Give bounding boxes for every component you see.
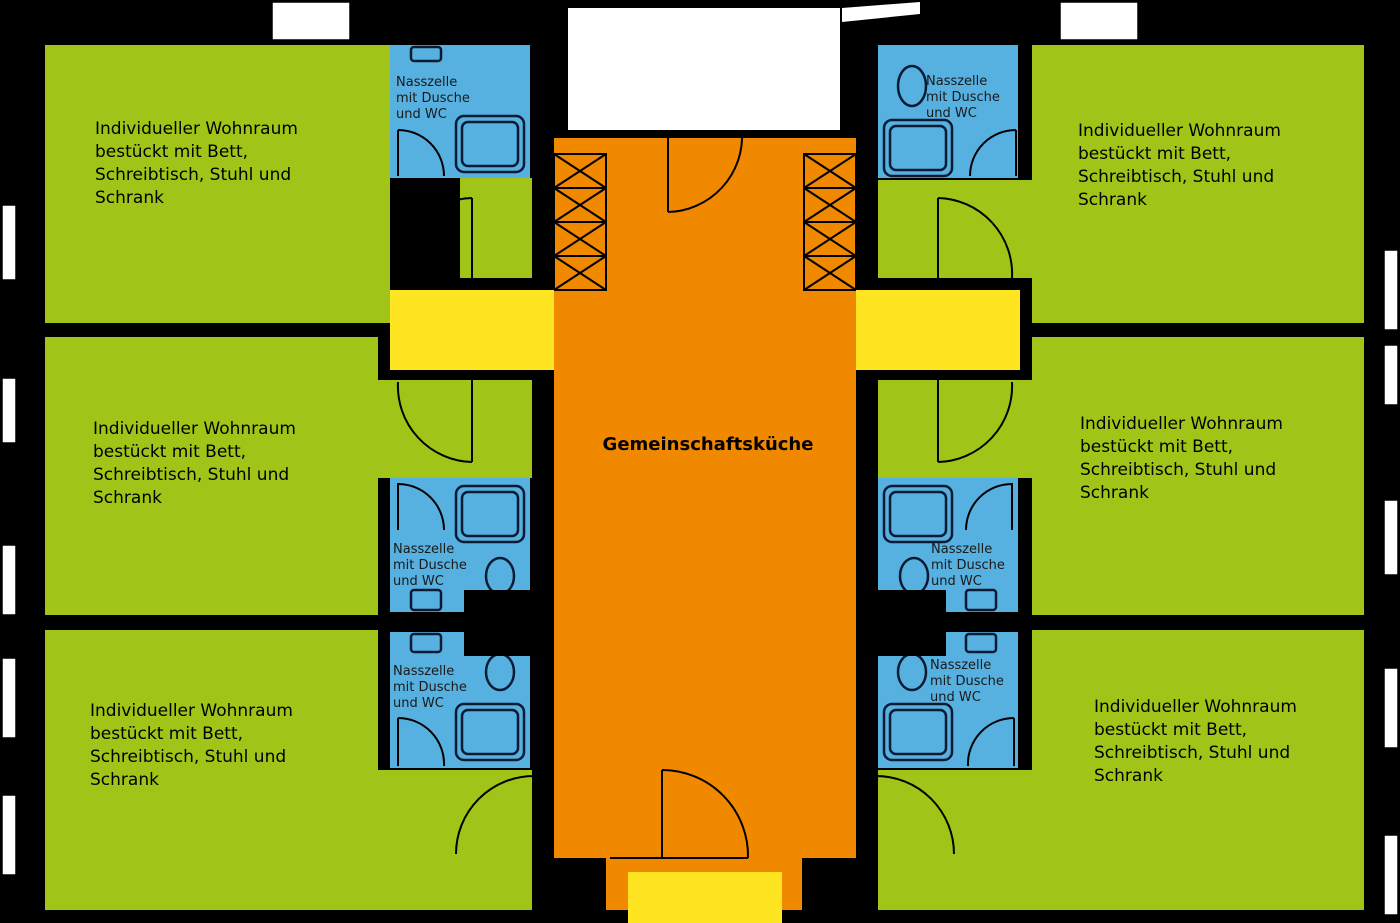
kitchen-pillar-left [554,858,606,910]
right-window-4 [1383,667,1399,749]
right-window-3 [1383,499,1399,576]
room-label-mid-right: Individueller Wohnraum bestückt mit Bett… [1080,414,1288,503]
wet-cell-top-left [390,45,530,178]
core-block-right [856,590,946,656]
left-window-1 [1,204,17,281]
living-room-mid-left [45,337,532,615]
living-room-top-right [878,45,1364,323]
storage-shaft-right [803,153,857,291]
kitchen-label: Gemeinschaftsküche [603,434,814,455]
kitchen-pillar-right [802,858,856,910]
doors [396,131,1014,859]
wet-cell-label-bottom-right: Nasszelle mit Dusche und WC [930,658,1008,705]
room-label-bottom-left: Individueller Wohnraum bestückt mit Bett… [90,701,298,790]
room-label-bottom-right: Individueller Wohnraum bestückt mit Bett… [1094,697,1302,786]
room-label-top-left: Individueller Wohnraum bestückt mit Bett… [95,119,303,208]
storage-shaft-left [553,153,607,291]
wet-cell-label-mid-right: Nasszelle mit Dusche und WC [931,542,1009,589]
top-window-left [271,1,351,41]
corridor-left [390,290,554,370]
wet-cell-top-right [878,45,1018,178]
wet-cell-label-mid-left: Nasszelle mit Dusche und WC [393,542,471,589]
right-window-5 [1383,834,1399,916]
right-window-2 [1383,344,1399,406]
wet-cell-mid-left [390,478,530,612]
right-window-1 [1383,249,1399,331]
wet-cell-label-top-left: Nasszelle mit Dusche und WC [396,75,474,122]
living-room-top-left [45,45,532,323]
top-window-right [1059,1,1139,41]
room-label-top-right: Individueller Wohnraum bestückt mit Bett… [1078,121,1286,210]
wet-cell-mid-right [878,478,1018,612]
top-balcony-opening [568,8,840,130]
wet-cell-label-bottom-left: Nasszelle mit Dusche und WC [393,664,471,711]
room-label-mid-left: Individueller Wohnraum bestückt mit Bett… [93,419,301,508]
corridor-right [856,290,1020,370]
living-room-mid-right [878,337,1364,615]
left-window-3 [1,544,17,616]
left-window-5 [1,794,17,876]
core-block-left [464,590,554,656]
living-room-bottom-right [878,630,1364,910]
left-window-2 [1,377,17,444]
wet-cell-label-top-right: Nasszelle mit Dusche und WC [926,74,1004,121]
left-window-4 [1,657,17,739]
living-room-bottom-left [45,630,532,910]
top-balcony-edge [842,2,920,22]
entrance-hall [628,872,782,923]
